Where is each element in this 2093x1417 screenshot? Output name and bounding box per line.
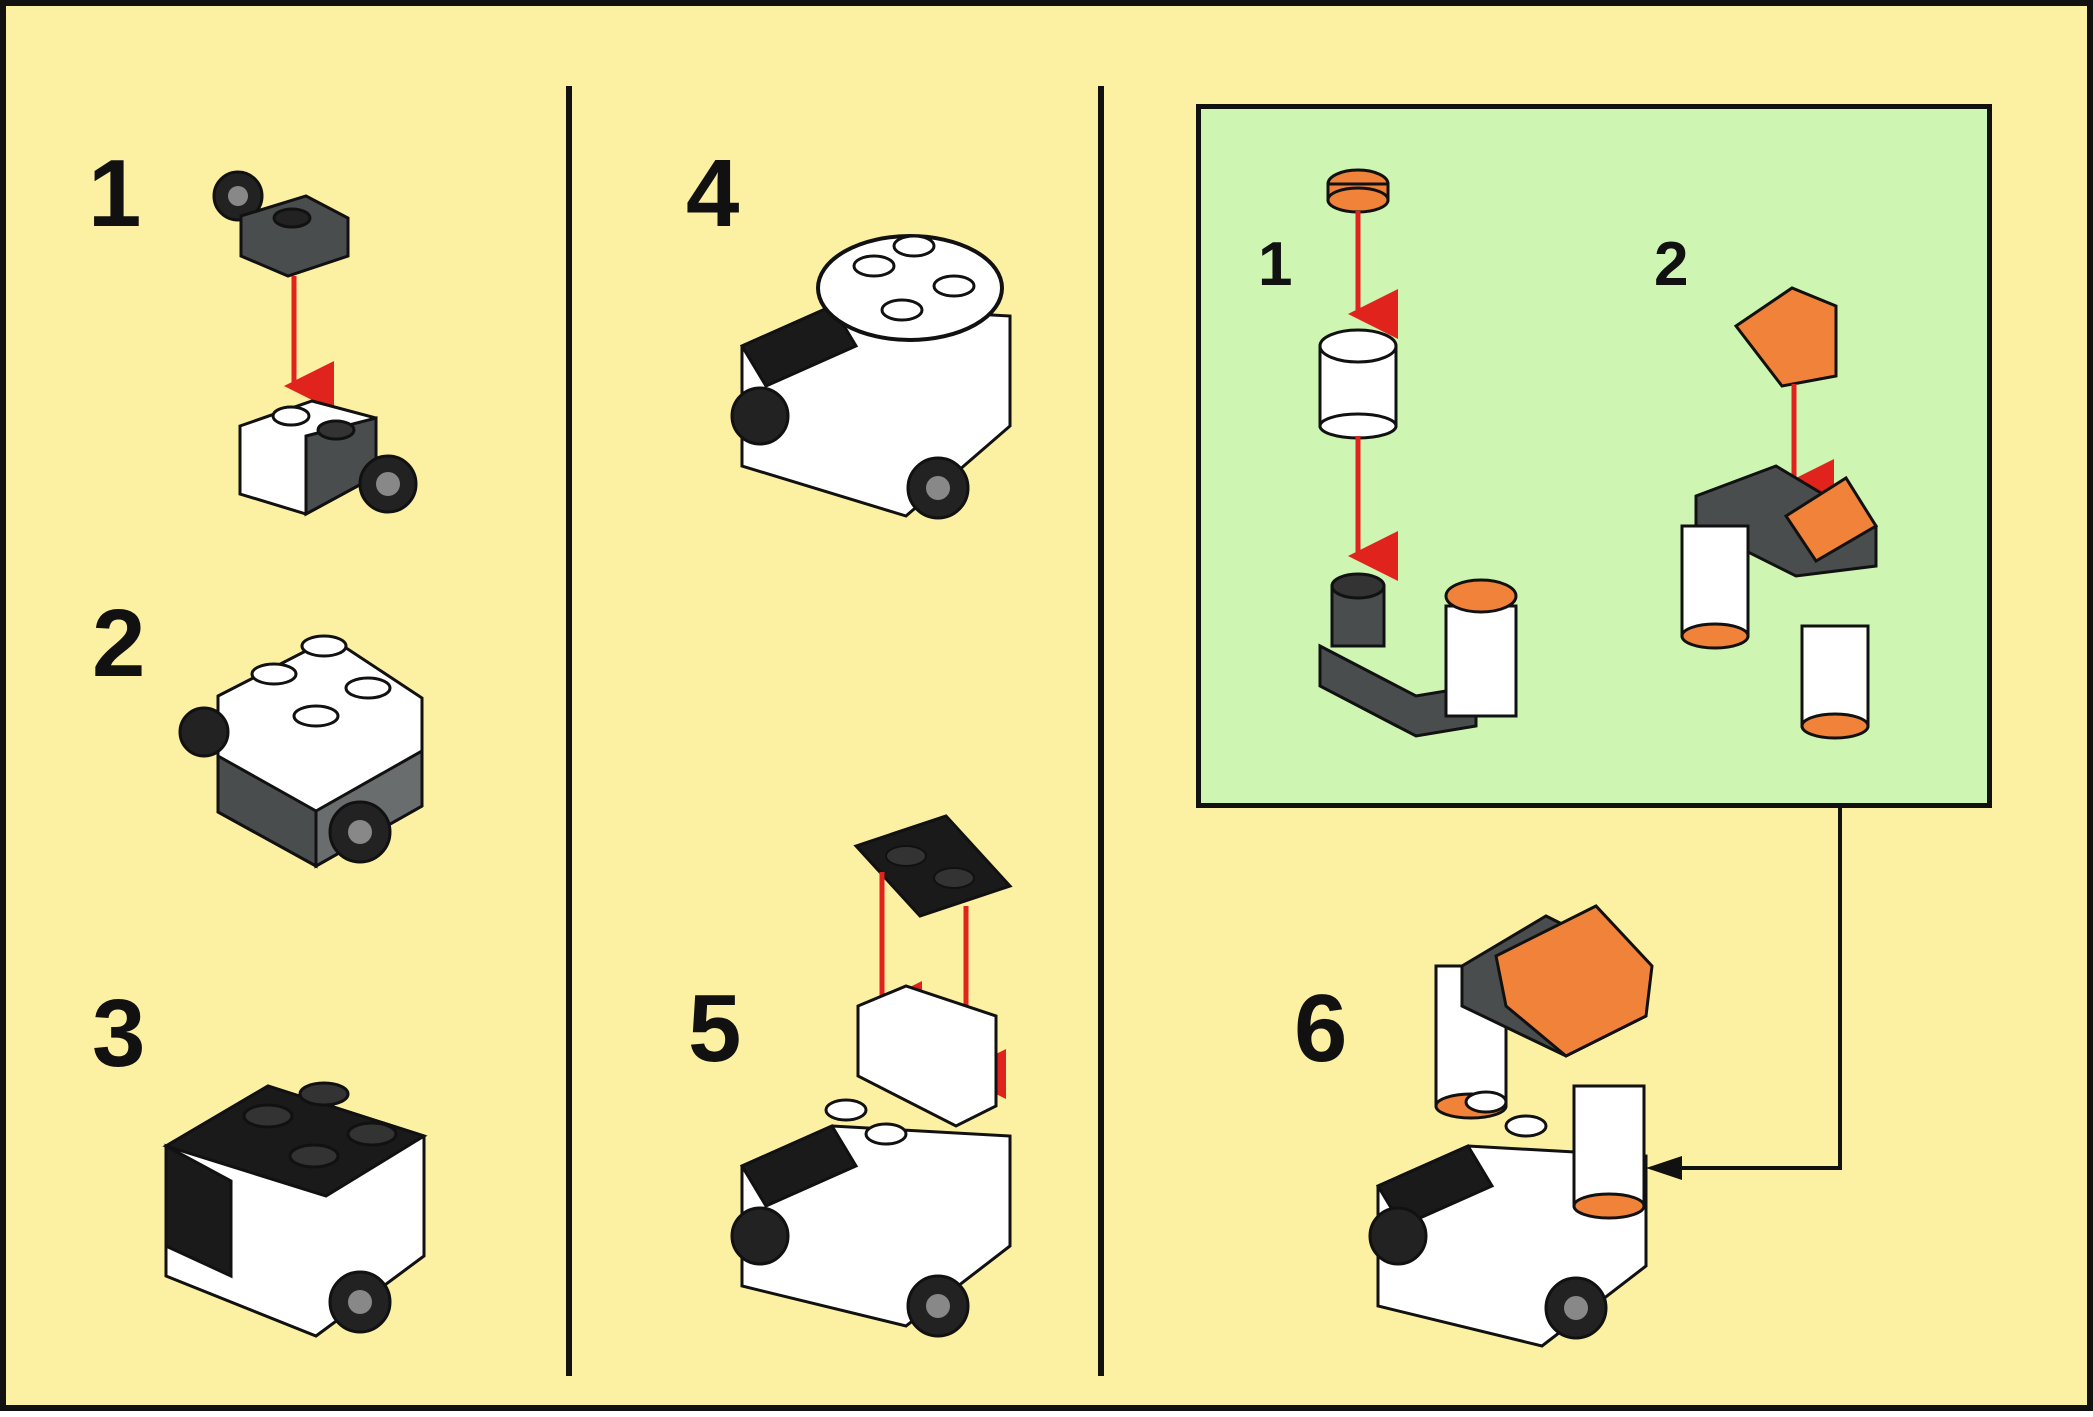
substep2-orange-slope [1736,288,1836,386]
substep2-frame [1682,466,1876,738]
step5-assembly [732,986,1010,1336]
step4-assembly [732,236,1010,518]
step1-top-part [214,172,348,276]
step6-final-model [1370,906,1652,1346]
step2-assembly [180,636,422,866]
subpanel-connector-arrowhead [1646,1156,1682,1180]
substep1-frame [1320,574,1516,736]
step3-assembly [166,1083,424,1336]
step5-top-plate [856,816,1010,916]
building-illustrations [6,6,2093,1417]
subpanel-connector-line [1682,808,1840,1168]
substep1-white-cylinder [1320,330,1396,438]
substep1-orange-cap [1328,170,1388,212]
step1-base-part [240,401,416,514]
